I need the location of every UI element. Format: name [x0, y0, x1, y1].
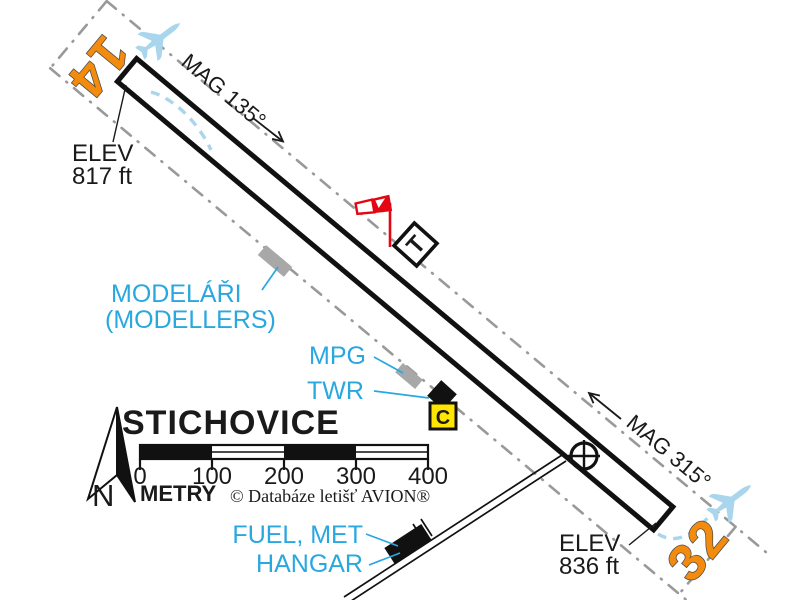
mag-315-arrow-head [587, 391, 601, 404]
signal-area-box [428, 401, 458, 431]
signal-square-frame [391, 220, 440, 269]
cyan-leaders [261, 266, 430, 566]
mag-135-arrow-head [271, 130, 285, 143]
leader-mpg [373, 356, 404, 374]
circle-cross-symbol [568, 440, 600, 472]
boundary-line-northeast [105, 0, 768, 554]
leader-elev-32 [628, 522, 657, 546]
scale-bar-seg-200-300 [284, 445, 356, 459]
scale-tick-200: 200 [264, 463, 304, 490]
elev-14-line1: ELEV [72, 140, 133, 167]
mag-135-arrow-shaft [252, 117, 284, 143]
scale-tick-300: 300 [336, 463, 376, 490]
elev-32-line2: 836 ft [559, 553, 619, 580]
leader-hangar [368, 552, 401, 566]
north-letter: N [92, 478, 114, 513]
leader-modellers [261, 266, 279, 291]
signal-square: T [391, 220, 440, 269]
circuit-arc-14 [150, 90, 213, 151]
twr-label: TWR [307, 377, 364, 405]
scale-bar: 0 100 200 300 400 METRY © Databáze letiš… [133, 443, 448, 506]
boundary-line-northwest-end [48, 0, 108, 70]
scale-tick-400: 400 [408, 463, 448, 490]
mag-135-arrow [252, 117, 285, 143]
circuit-arc-32 [657, 513, 712, 541]
scale-unit-label: METRY [140, 481, 217, 506]
scale-bar-seg-0-100 [140, 445, 212, 459]
windsock-icon [354, 194, 393, 247]
mpg-label: MPG [309, 342, 366, 370]
windsock-tip-cell [354, 198, 376, 216]
aerodrome-boundary [48, 0, 768, 600]
scale-tick-0: 0 [133, 463, 146, 490]
leader-elev-14 [112, 84, 127, 143]
leader-fuel-met [365, 533, 399, 547]
signal-area-letter: C [436, 407, 450, 429]
runway-strip [113, 54, 677, 534]
windsock-notch [375, 198, 386, 209]
scale-ticks [138, 459, 430, 470]
road-line-lower [351, 460, 567, 600]
mag-315-arrow-shaft [588, 392, 622, 420]
north-arrow: N [86, 406, 136, 513]
windsock-base-cell [371, 194, 393, 214]
copyright-credit: © Databáze letišť AVION® [230, 486, 430, 506]
boundary-line-southwest [48, 67, 689, 600]
airport-title: STICHOVICE [122, 404, 340, 442]
mag-315-arrow [587, 391, 622, 420]
road-line-upper [343, 454, 563, 598]
modellers-label-line2: (MODELLERS) [105, 306, 276, 334]
mpg-area [395, 363, 423, 389]
elev-14-line2: 817 ft [72, 163, 132, 190]
fuel-met-label: FUEL, MET [232, 521, 363, 549]
leader-twr [373, 390, 430, 399]
modellers-label-line1: MODELÁŘI [111, 279, 242, 308]
modellers-area [257, 245, 293, 277]
hangar-label: HANGAR [256, 550, 363, 578]
scale-tick-100: 100 [192, 463, 232, 490]
boundary-line-southeast-end [677, 525, 737, 596]
elev-32-line1: ELEV [559, 530, 620, 557]
road-stub-line-2 [420, 518, 433, 537]
north-arrow-right-half [116, 406, 136, 503]
